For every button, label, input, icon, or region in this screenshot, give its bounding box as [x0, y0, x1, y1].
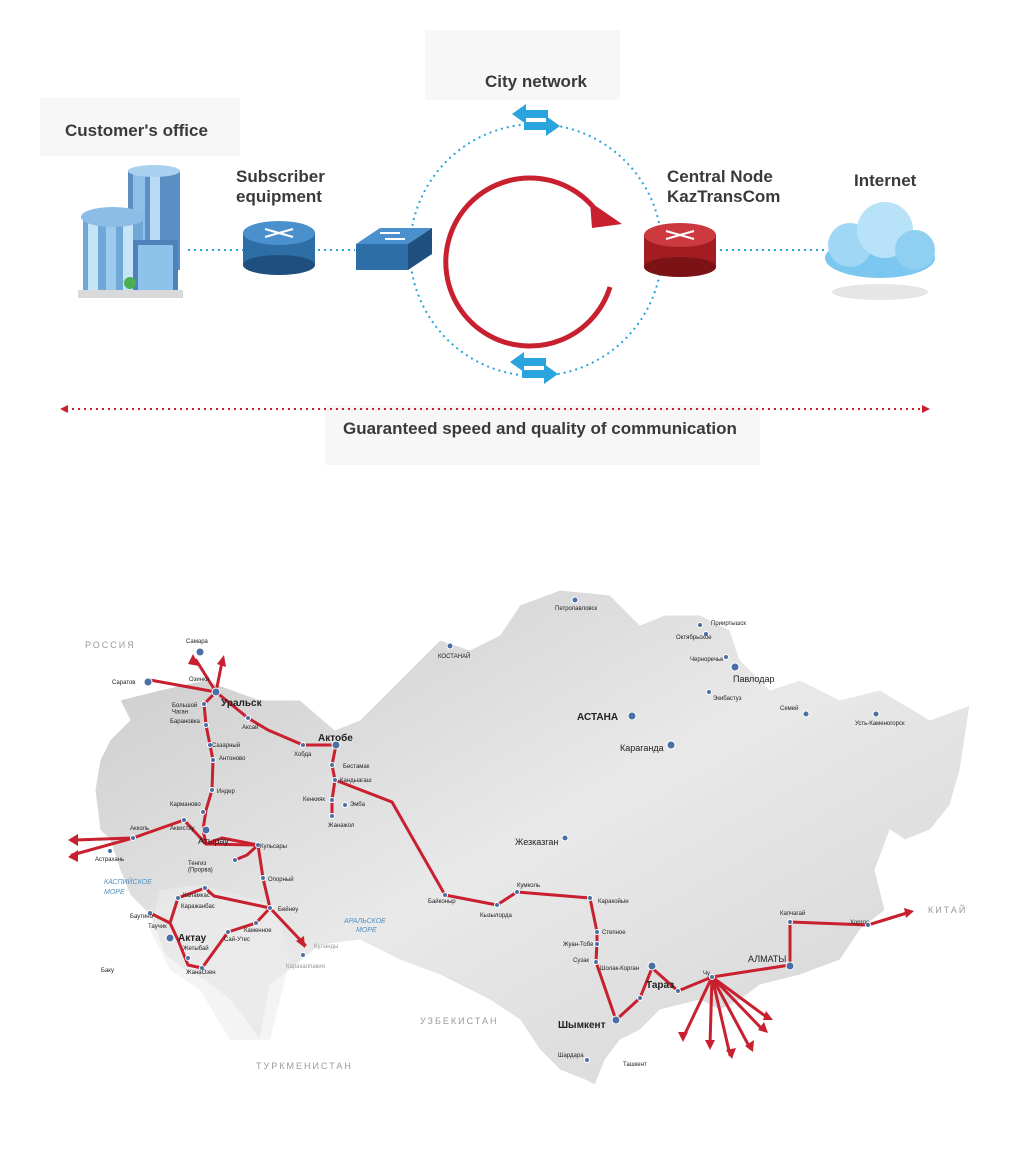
label-zhanaozen: ЖанаОзен [186, 970, 216, 976]
label-saratov: Саратов [112, 680, 135, 686]
exchange-arrows-icon [510, 104, 560, 384]
city-network-label: City network [485, 72, 588, 91]
label-russia: РОССИЯ [85, 640, 136, 650]
rotation-arrowhead [590, 202, 622, 228]
label-semey: Семей [780, 705, 798, 712]
internet-cloud-icon [825, 202, 935, 300]
label-akkol: Акколь [130, 826, 149, 832]
label-tashkent: Ташкент [623, 1062, 647, 1068]
guarantee-label: Guaranteed speed and quality of communic… [343, 419, 737, 438]
label-khorgos: Хоргос [850, 920, 869, 926]
label-inder: Индер [217, 789, 235, 795]
label-ust-kamenogorsk: Усть-Каменогорск [855, 721, 905, 727]
label-barankovka: Барановка [170, 719, 201, 725]
label-kulandy: Куланды [314, 944, 338, 950]
label-chu: Чу [703, 971, 710, 977]
label-tengiz: Тенгиз(Прорва) [188, 861, 213, 874]
label-astana: АСТАНА [577, 712, 618, 723]
label-zhuan-tobe: Жуан-Тобе [563, 942, 594, 948]
label-zhetybai: Жетыбай [183, 945, 209, 952]
label-khobda: Хобда [294, 752, 312, 758]
label-beineu: Бейнеу [278, 906, 298, 913]
label-tauchik: Таучик [148, 924, 167, 930]
subscriber-equipment-label: Subscriber equipment [236, 167, 325, 206]
label-kulsary: Кульсары [260, 844, 287, 850]
label-priirtyshsk: Прииртышск [711, 621, 746, 627]
label-stepnoe: Степное [602, 930, 626, 936]
label-emba: Эмба [350, 802, 366, 808]
label-chernorechye: Черноречье [690, 657, 724, 663]
central-node-router-icon [644, 223, 716, 277]
central-node-label: Central Node KazTransCom [667, 167, 781, 206]
label-karakalpakia: Каракалпакия [286, 964, 325, 970]
label-uralsk: Уральск [221, 698, 263, 709]
city-markers [107, 596, 880, 1063]
label-kumkol: Кумколь [517, 883, 540, 889]
label-aksai: Аксай [242, 724, 258, 731]
label-kapchagai: Капчагай [780, 910, 805, 917]
label-bestamak: Бестамак [343, 764, 370, 770]
label-opornyi: Опорный [268, 876, 294, 883]
label-caspian-2: МОРЕ [104, 889, 125, 896]
label-oktyabrskoe: Октябрьское [676, 635, 712, 641]
label-karazhanbas: Каражанбас [181, 904, 215, 910]
label-shardara: Шардара [558, 1053, 584, 1059]
label-astrakhan: Астрахань [95, 857, 124, 863]
internet-label: Internet [854, 171, 917, 190]
label-baikonur: Байконыр [428, 898, 456, 905]
label-antonovo: Антоново [219, 756, 246, 762]
label-uzbekistan: УЗБЕКИСТАН [420, 1016, 498, 1026]
label-zhanazhol: Жанажол [328, 823, 355, 829]
label-turkmenistan: ТУРКМЕНИСТАН [256, 1061, 353, 1071]
label-ozinki: Озинки [189, 677, 209, 683]
label-ekibastuz: Экибастуз [713, 696, 742, 702]
label-sazdinsky: Сазарный [212, 742, 240, 749]
label-aral-1: АРАЛЬСКОЕ [343, 918, 386, 925]
label-taraz: Тараз [646, 980, 674, 991]
switch-icon [356, 228, 432, 270]
label-aral-2: МОРЕ [356, 927, 377, 934]
customer-office-label: Customer's office [65, 121, 208, 140]
label-baku: Баку [101, 968, 114, 974]
label-bautino: Баутино [130, 914, 154, 920]
label-petropavlovsk: Петропавловск [555, 606, 598, 612]
label-kostanay: КОСТАНАЙ [438, 652, 470, 660]
label-kamennoe: Каменное [244, 928, 272, 934]
label-caspian-1: КАСПИЙСКОЕ [104, 877, 152, 886]
building-icon [78, 165, 183, 298]
label-karaganda: Караганда [620, 743, 664, 753]
label-zhezkazgan: Жезказган [515, 837, 558, 847]
label-atyrau: Атырау [198, 836, 229, 846]
label-aktau: Актау [178, 933, 207, 944]
label-kenkiyak: Кенкияк [303, 797, 325, 803]
label-kalamkas: Каламкас [183, 893, 210, 899]
label-pavlodar: Павлодар [733, 674, 774, 684]
label-samara: Самара [186, 639, 209, 645]
label-china: КИТАЙ [928, 904, 967, 915]
subscriber-router-icon [243, 221, 315, 275]
label-sholak-korgan: Шолак-Корган [600, 966, 639, 972]
route-arrowheads [68, 654, 914, 1059]
rotation-arc [443, 175, 613, 349]
label-suzak: Сузак [573, 958, 589, 964]
label-shymkent: Шымкент [558, 1020, 606, 1031]
label-kyzylorda: Кызылорда [480, 913, 512, 919]
label-karakoiyn: Каракойын [598, 898, 629, 905]
label-sai-utes: Сай-Утес [224, 936, 250, 943]
network-diagram [40, 30, 935, 465]
label-aktobe: Актобе [318, 732, 353, 744]
label-almaty: АЛМАТЫ [748, 954, 786, 964]
network-routes [70, 658, 912, 1057]
label-akkistau: Аккистау [170, 826, 195, 832]
label-karmanovo: Карманово [170, 802, 201, 808]
label-kandyagash: Кандыагаш [340, 778, 372, 784]
